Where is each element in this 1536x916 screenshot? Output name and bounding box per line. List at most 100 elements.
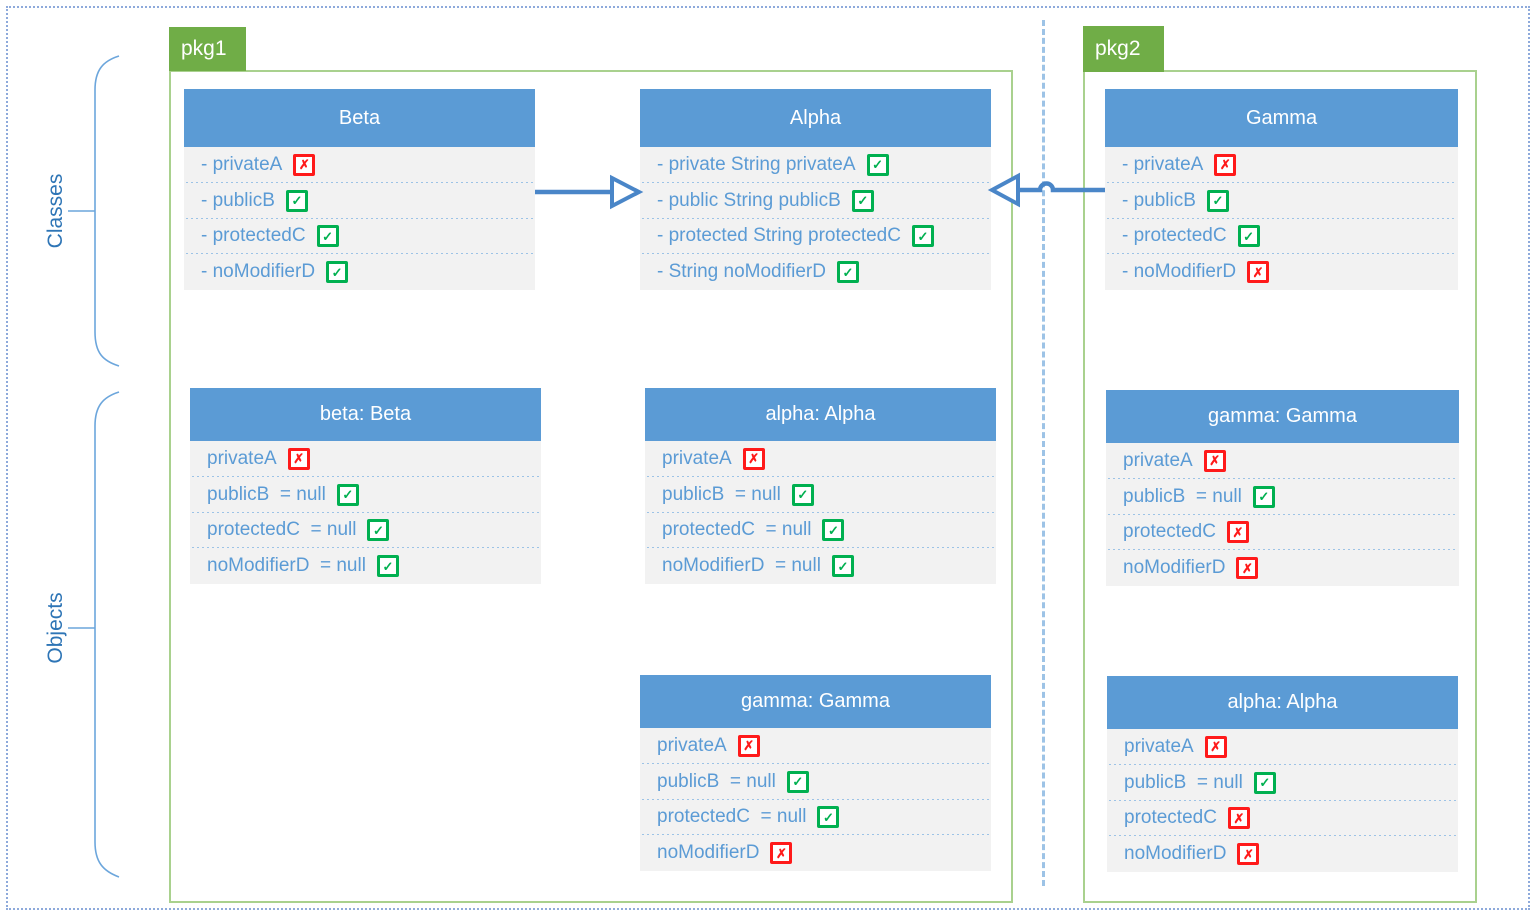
- objects-brace: [68, 391, 120, 878]
- check-icon: ✓: [376, 555, 399, 578]
- class-box-gamma-title: Gamma: [1105, 89, 1458, 147]
- check-icon: ✓: [316, 225, 339, 248]
- field-text: protectedC: [1123, 521, 1216, 543]
- field-text: protectedC: [1124, 807, 1217, 829]
- field-row: noModifierD ✗: [640, 835, 991, 871]
- check-icon: ✓: [911, 225, 934, 248]
- package-divider-dashed-line: [1042, 20, 1045, 886]
- cross-icon: ✗: [742, 447, 765, 470]
- check-icon: ✓: [866, 153, 889, 176]
- field-text: noModifierD: [1124, 843, 1227, 865]
- cross-icon: ✗: [1247, 261, 1270, 284]
- field-text: protectedC = null: [657, 806, 807, 828]
- field-row: protectedC ✗: [1106, 515, 1459, 551]
- class-box-gamma: Gamma - privateA ✗ - publicB ✓ - protect…: [1105, 89, 1458, 290]
- field-text: noModifierD = null: [207, 555, 366, 577]
- object-box-gamma-pkg2: gamma: Gamma privateA ✗ publicB = null ✓…: [1106, 390, 1459, 586]
- field-row: protectedC = null ✓: [190, 513, 541, 549]
- field-row: - noModifierD ✓: [184, 254, 535, 290]
- field-text: privateA: [1123, 449, 1193, 471]
- object-box-alpha-pkg1-title: alpha: Alpha: [645, 388, 996, 441]
- field-row: - String noModifierD ✓: [640, 254, 991, 290]
- field-row: - protected String protectedC ✓: [640, 219, 991, 255]
- field-row: protectedC = null ✓: [640, 800, 991, 836]
- field-text: privateA: [662, 447, 732, 469]
- field-text: - privateA: [201, 153, 283, 175]
- object-box-alpha-pkg2: alpha: Alpha privateA ✗ publicB = null ✓…: [1107, 676, 1458, 872]
- object-box-gamma-pkg1: gamma: Gamma privateA ✗ publicB = null ✓…: [640, 675, 991, 871]
- field-row: publicB = null ✓: [190, 477, 541, 513]
- field-row: noModifierD = null ✓: [645, 548, 996, 584]
- class-box-beta-title: Beta: [184, 89, 535, 147]
- cross-icon: ✗: [287, 447, 310, 470]
- cross-icon: ✗: [737, 734, 760, 757]
- check-icon: ✓: [336, 483, 359, 506]
- cross-icon: ✗: [1214, 153, 1237, 176]
- field-text: - public String publicB: [657, 189, 841, 211]
- check-icon: ✓: [817, 806, 840, 829]
- field-row: - private String privateA ✓: [640, 147, 991, 183]
- pkg1-tab: pkg1: [169, 27, 246, 71]
- field-text: noModifierD: [657, 842, 760, 864]
- check-icon: ✓: [1206, 189, 1229, 212]
- field-text: protectedC = null: [207, 519, 357, 541]
- field-row: protectedC = null ✓: [645, 513, 996, 549]
- class-box-beta: Beta - privateA ✗ - publicB ✓ - protecte…: [184, 89, 535, 290]
- field-text: privateA: [657, 734, 727, 756]
- field-row: privateA ✗: [190, 441, 541, 477]
- field-text: privateA: [1124, 735, 1194, 757]
- field-text: - private String privateA: [657, 153, 856, 175]
- field-row: privateA ✗: [1106, 443, 1459, 479]
- cross-icon: ✗: [1226, 521, 1249, 544]
- object-box-alpha-pkg1: alpha: Alpha privateA ✗ publicB = null ✓…: [645, 388, 996, 584]
- check-icon: ✓: [831, 555, 854, 578]
- field-row: - public String publicB ✓: [640, 183, 991, 219]
- field-row: privateA ✗: [1107, 729, 1458, 765]
- classes-brace: [68, 55, 120, 367]
- check-icon: ✓: [285, 189, 308, 212]
- object-box-alpha-pkg2-title: alpha: Alpha: [1107, 676, 1458, 729]
- field-row: publicB = null ✓: [645, 477, 996, 513]
- field-text: publicB = null: [1123, 485, 1242, 507]
- field-row: publicB = null ✓: [1106, 479, 1459, 515]
- check-icon: ✓: [367, 519, 390, 542]
- cross-icon: ✗: [1204, 735, 1227, 758]
- field-row: noModifierD = null ✓: [190, 548, 541, 584]
- field-row: noModifierD ✗: [1106, 550, 1459, 586]
- field-row: - privateA ✗: [184, 147, 535, 183]
- field-row: privateA ✗: [640, 728, 991, 764]
- field-text: publicB = null: [657, 770, 776, 792]
- classes-side-label: Classes: [44, 173, 67, 249]
- field-text: publicB = null: [1124, 771, 1243, 793]
- check-icon: ✓: [1237, 225, 1260, 248]
- check-icon: ✓: [1252, 485, 1275, 508]
- field-text: noModifierD: [1123, 557, 1226, 579]
- field-text: - protectedC: [1122, 225, 1227, 247]
- check-icon: ✓: [1253, 771, 1276, 794]
- check-icon: ✓: [851, 189, 874, 212]
- field-row: - privateA ✗: [1105, 147, 1458, 183]
- cross-icon: ✗: [1237, 843, 1260, 866]
- field-row: - publicB ✓: [1105, 183, 1458, 219]
- field-text: publicB = null: [207, 483, 326, 505]
- field-text: publicB = null: [662, 483, 781, 505]
- class-box-alpha: Alpha - private String privateA ✓ - publ…: [640, 89, 991, 290]
- field-text: - protected String protectedC: [657, 225, 901, 247]
- pkg2-tab: pkg2: [1083, 26, 1164, 72]
- cross-icon: ✗: [293, 153, 316, 176]
- field-text: protectedC = null: [662, 519, 812, 541]
- check-icon: ✓: [326, 261, 349, 284]
- field-row: - noModifierD ✗: [1105, 254, 1458, 290]
- field-row: noModifierD ✗: [1107, 836, 1458, 872]
- field-row: publicB = null ✓: [640, 764, 991, 800]
- class-box-alpha-title: Alpha: [640, 89, 991, 147]
- field-text: - noModifierD: [1122, 261, 1237, 283]
- field-text: - protectedC: [201, 225, 306, 247]
- check-icon: ✓: [786, 770, 809, 793]
- field-text: - noModifierD: [201, 261, 316, 283]
- cross-icon: ✗: [1227, 807, 1250, 830]
- objects-side-label: Objects: [44, 592, 67, 664]
- cross-icon: ✗: [1236, 557, 1259, 580]
- field-row: - publicB ✓: [184, 183, 535, 219]
